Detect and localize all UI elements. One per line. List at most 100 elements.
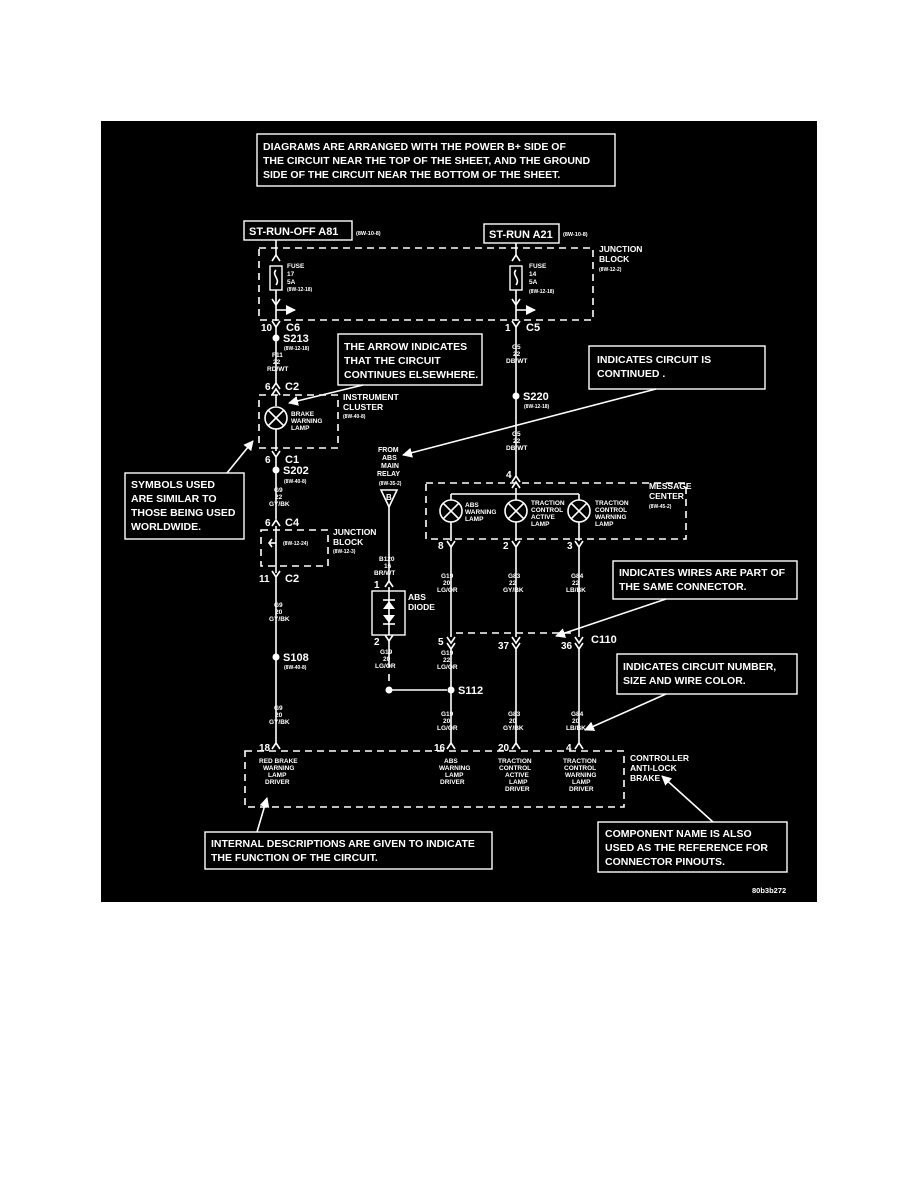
connector-c5-pin: 1 [505, 323, 511, 334]
traction-control-active-lamp-label: TRACTION CONTROL ACTIVE LAMP [531, 500, 566, 528]
splice-s112-dot [447, 686, 455, 694]
callout-top: DIAGRAMS ARE ARRANGED WITH THE POWER B+ … [256, 133, 616, 187]
junction-block-top: JUNCTION BLOCK (8W-12-2) [258, 244, 645, 321]
abs-warning-lamp-label: ABS WARNING LAMP [465, 502, 498, 523]
controller-name: CONTROLLER ANTI-LOCK BRAKE [630, 753, 691, 783]
right-branch: 1 C5 G5 22 DB/WT S220 (8W-12-18) G5 22 D… [451, 311, 579, 495]
wire-g5-upper-label: G5 22 DB/WT [506, 344, 527, 365]
message-center-outline [425, 482, 687, 540]
power-source-left: ST-RUN-OFF A81 (8W-10-8) [243, 220, 381, 241]
connector-c1-symbol [271, 450, 281, 459]
splice-s202-dot [272, 466, 280, 474]
callout-arrow-text: THE ARROW INDICATES THAT THE CIRCUIT CON… [344, 341, 478, 381]
connector-c1-pin: 6 [265, 455, 271, 466]
connector-c2-top-label: C2 [285, 381, 299, 393]
callout-circuit-text: INDICATES CIRCUIT NUMBER, SIZE AND WIRE … [623, 661, 779, 687]
junction-block-mid-ref: (8W-12-3) [333, 549, 356, 555]
c110-pin-36: 36 [561, 641, 573, 652]
wire-g19-diode-label: G19 20 LG/OR [375, 649, 396, 670]
connector-c110: 5 37 36 C110 [438, 632, 617, 652]
arrow-callout-pointer [288, 384, 364, 406]
splice-s112-label: S112 [458, 685, 483, 697]
abs-relay-ref: (8W-35-2) [379, 481, 402, 487]
message-center-pin-8: 8 [438, 541, 444, 552]
splice-s213-dot [272, 334, 280, 342]
continued-callout-pointer [402, 388, 657, 458]
instrument-cluster-ref: (8W-40-8) [343, 414, 366, 420]
driver-traction-warning-label: TRACTION CONTROL WARNING LAMP DRIVER [563, 758, 598, 793]
instrument-cluster-name: INSTRUMENT CLUSTER [343, 392, 401, 412]
fuse-14: FUSE 14 5A (8W-12-18) [509, 243, 555, 315]
callout-component-text: COMPONENT NAME IS ALSO USED AS THE REFER… [605, 828, 771, 868]
splice-s220-ref: (8W-12-18) [524, 404, 550, 410]
splice-s213-label: S213 [283, 333, 309, 345]
connector-c4-symbol [271, 518, 281, 527]
junction-block-top-name: JUNCTION BLOCK [599, 244, 645, 264]
splice-s108-dot [272, 653, 280, 661]
callout-connector-text: INDICATES WIRES ARE PART OF THE SAME CON… [619, 567, 788, 593]
power-source-left-ref: (8W-10-8) [356, 231, 381, 237]
abs-diode-icon [383, 601, 395, 609]
wire-g9-lower-label: G9 20 GY/BK [269, 705, 290, 726]
power-source-right-label: ST-RUN A21 [489, 229, 553, 241]
wire-g5-lower-label: G5 22 DB/WT [506, 431, 527, 452]
message-center-pin-2: 2 [503, 541, 509, 552]
controller-outline [244, 750, 625, 808]
controller-pin-18: 18 [259, 743, 271, 754]
abs-diode-pin-top: 1 [374, 580, 380, 591]
connector-c5-label: C5 [526, 322, 540, 334]
connector-c4-pin: 6 [265, 518, 271, 529]
connector-c6-label: C6 [286, 322, 300, 334]
connector-c110-label: C110 [591, 634, 617, 646]
c110-pin-5: 5 [438, 637, 444, 648]
power-source-right: ST-RUN A21 (8W-10-8) [483, 223, 588, 244]
splice-s108-ref: (8W-40-8) [284, 665, 307, 671]
callout-arrow: THE ARROW INDICATES THAT THE CIRCUIT CON… [337, 333, 483, 386]
wire-g83-lower-label: G83 20 GY/BK [503, 711, 524, 732]
wire-g19-lower-label: G19 20 LG/OR [437, 711, 458, 732]
driver-red-brake-label: RED BRAKE WARNING LAMP DRIVER [259, 758, 299, 786]
splice-s220-dot [512, 392, 520, 400]
splice-s213-ref: (8W-12-18) [284, 346, 310, 352]
fuse-17-label: FUSE 17 5A [287, 263, 306, 286]
connector-c2-bottom-pin: 11 [259, 574, 270, 585]
junction-block-top-ref: (8W-12-2) [599, 267, 622, 273]
message-center-ref: (8W-45-2) [649, 504, 672, 510]
controller-anti-lock-brake: CONTROLLER ANTI-LOCK BRAKE 18 RED BRAKE … [244, 741, 691, 808]
callout-continued: INDICATES CIRCUIT IS CONTINUED . [588, 345, 766, 390]
driver-traction-active-label: TRACTION CONTROL ACTIVE LAMP DRIVER [498, 758, 533, 793]
symbols-callout-pointer [226, 440, 254, 474]
wire-g83-upper-label: G83 22 GY/BK [503, 573, 524, 594]
splice-s202-ref: (8W-40-8) [284, 479, 307, 485]
left-branch: 10 C6 S213 (8W-12-18) F11 22 RD/WT 6 C2 … [258, 311, 401, 743]
connector-c2-top-symbol [271, 381, 281, 390]
wire-g84-upper-label: G84 22 LB/BK [566, 573, 586, 594]
circuit-callout-pointer [584, 693, 667, 731]
abs-relay-tag: B [386, 493, 392, 502]
connector-c5-symbol [511, 320, 521, 329]
fuse-17-ref: (8W-12-18) [287, 287, 313, 293]
internal-callout-pointer [256, 797, 270, 833]
controller-pin-20: 20 [498, 743, 510, 754]
abs-relay-label: FROM ABS MAIN RELAY [377, 447, 401, 478]
connector-callout-pointer [555, 598, 667, 638]
callout-continued-text: INDICATES CIRCUIT IS CONTINUED . [597, 354, 714, 380]
wire-f11-label: F11 22 RD/WT [267, 352, 288, 373]
callout-pointers [226, 384, 714, 833]
wire-g19-mid-label: G19 22 LG/OR [437, 650, 458, 671]
callout-internal-text: INTERNAL DESCRIPTIONS ARE GIVEN TO INDIC… [211, 838, 478, 864]
connector-c2-bottom-label: C2 [285, 573, 299, 585]
power-source-left-label: ST-RUN-OFF A81 [249, 226, 338, 238]
wire-g9-mid-label: G9 20 GY/BK [269, 602, 290, 623]
splice-s220-label: S220 [523, 391, 549, 403]
connector-c6-symbol [271, 320, 281, 329]
wire-g84-lower-label: G84 20 LB/BK [566, 711, 586, 732]
callout-circuit: INDICATES CIRCUIT NUMBER, SIZE AND WIRE … [616, 653, 798, 695]
abs-relay-connector-icon [379, 489, 399, 509]
callout-component: COMPONENT NAME IS ALSO USED AS THE REFER… [597, 821, 788, 873]
message-center-input-pin: 4 [506, 470, 512, 481]
message-center-pin-3: 3 [567, 541, 573, 552]
callout-symbols: SYMBOLS USED ARE SIMILAR TO THOSE BEING … [124, 472, 245, 540]
abs-relay-branch: FROM ABS MAIN RELAY (8W-35-2) B B120 16 … [371, 447, 447, 694]
traction-control-warning-lamp-label: TRACTION CONTROL WARNING LAMP [595, 500, 630, 528]
